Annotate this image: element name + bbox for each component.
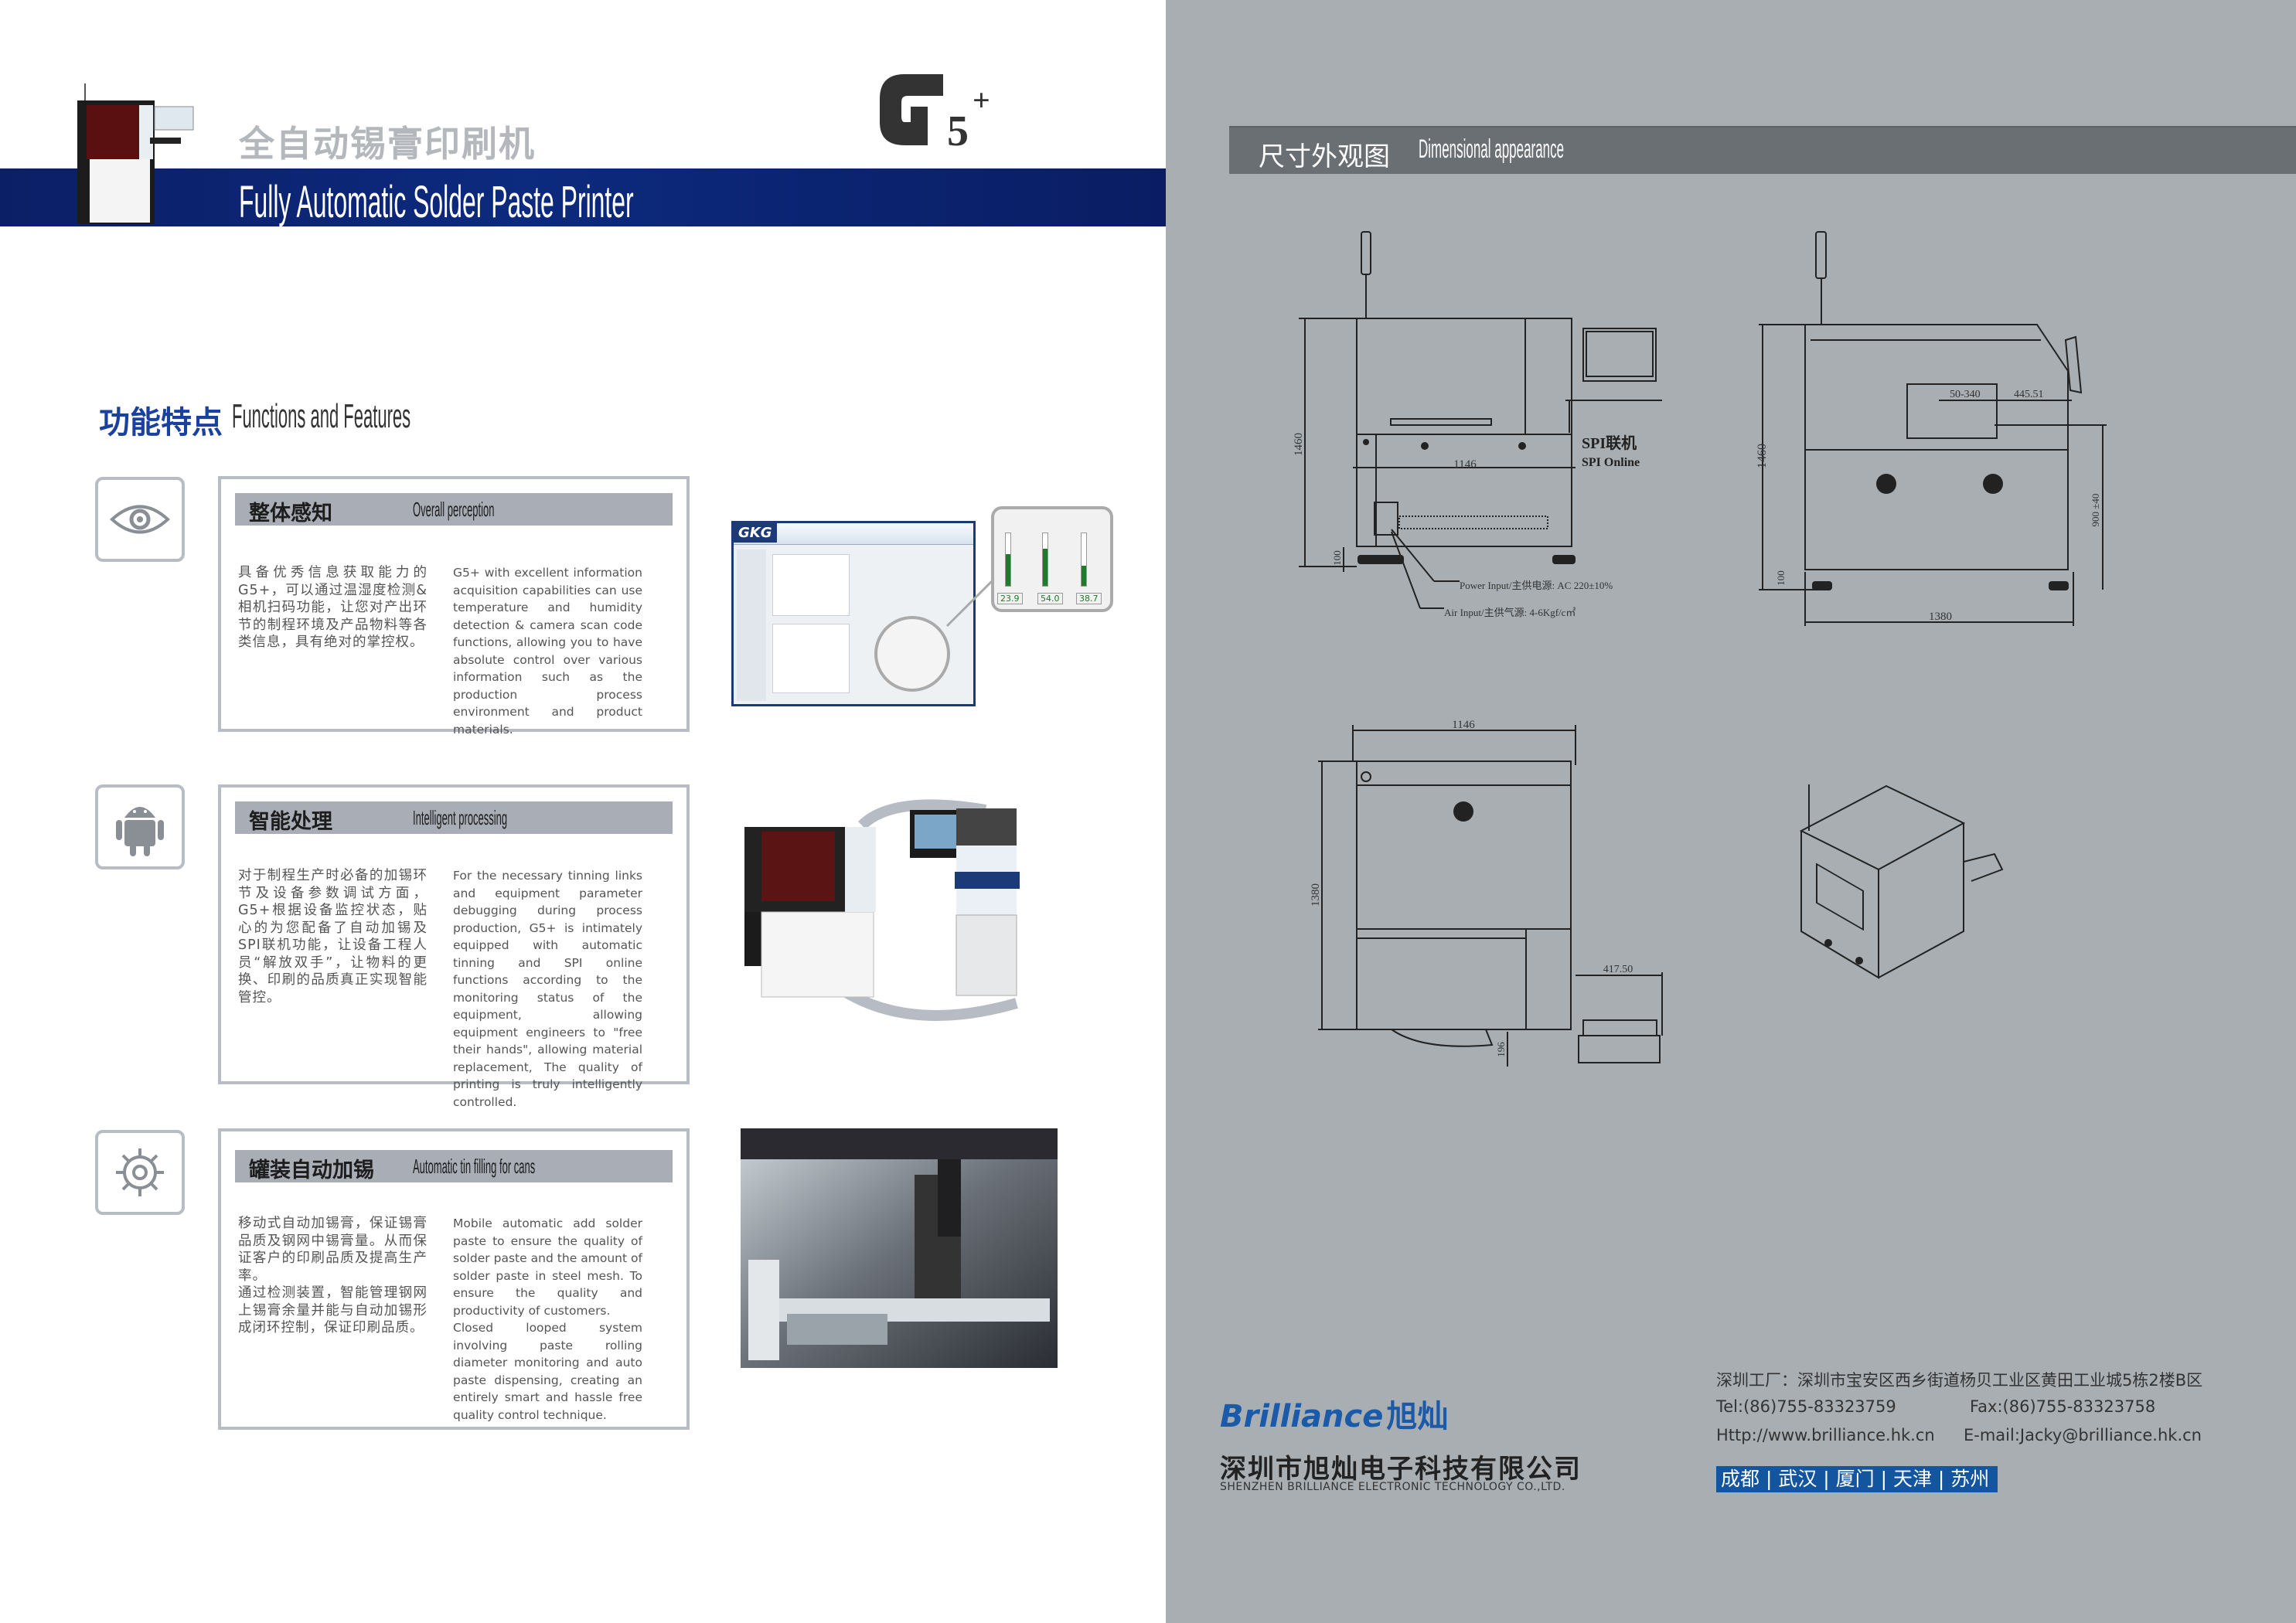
gauge-value-humidity: 54.0 xyxy=(1037,593,1063,604)
dimensions-header-bar xyxy=(1229,126,2296,174)
software-sidebar xyxy=(737,550,766,701)
svg-text:+: + xyxy=(973,83,990,117)
telephone: Tel:(86)755-83323759 xyxy=(1716,1397,1896,1416)
brand-cn: 旭灿 xyxy=(1386,1399,1449,1434)
gear-icon-box xyxy=(95,1130,185,1215)
card-text-en: Mobile automatic add solder paste to ens… xyxy=(453,1216,642,1422)
card-text-cn: 移动式自动加锡膏，保证锡膏品质及钢网中锡膏量。从而保证客户的印刷品质及提高生产率… xyxy=(238,1216,428,1335)
card-title-cn: 智能处理 xyxy=(249,810,332,834)
side-foot-label: 100 xyxy=(1775,570,1787,586)
power-input-label: Power Input/主供电源: AC 220±10% xyxy=(1460,580,1613,591)
eye-icon-box xyxy=(95,477,185,562)
offset-label: 445.51 xyxy=(2014,389,2044,400)
feature-card-tin-filling: 罐装自动加锡 Automatic tin filling for cans 移动… xyxy=(218,1128,690,1430)
features-title-cn: 功能特点 xyxy=(99,405,223,441)
eye-icon xyxy=(110,505,170,534)
feature-card-intelligent-processing: 智能处理 Intelligent processing 对于制程生产时必备的加锡… xyxy=(218,784,690,1109)
card-text-cn: 对于制程生产时必备的加锡环节及设备参数调试方面，G5+根据设备监控状态，贴心的为… xyxy=(238,868,428,1005)
front-foot-label: 100 xyxy=(1331,550,1343,566)
android-icon-box xyxy=(95,784,185,869)
dimensions-title-en: Dimensional appearance xyxy=(1419,134,1565,164)
machine-photo xyxy=(77,83,194,224)
gkg-logo: GKG xyxy=(734,523,777,543)
gauge-value-temperature: 23.9 xyxy=(997,593,1023,604)
tin-filling-photo xyxy=(741,1128,1058,1368)
company-name-cn: 深圳市旭灿电子科技有限公司 xyxy=(1220,1454,1582,1485)
factory-address: 深圳工厂：深圳市宝安区西乡街道杨贝工业区黄田工业城5栋2楼B区 xyxy=(1716,1371,2203,1390)
gauge-zoom-panel: 23.9 54.0 38.7 xyxy=(991,506,1113,612)
features-title-en: Functions and Features xyxy=(232,397,411,435)
card-header: 罐装自动加锡 Automatic tin filling for cans xyxy=(235,1150,673,1182)
right-page xyxy=(1166,0,2296,1623)
top-width-label: 1146 xyxy=(1452,719,1475,731)
dimensions-title-cn: 尺寸外观图 xyxy=(1259,141,1390,172)
side-height-label: 1460 xyxy=(1756,444,1769,468)
gauge-value-pressure: 38.7 xyxy=(1076,593,1102,604)
conveyor-height-label: 900 ±40 xyxy=(2090,494,2101,527)
title-band xyxy=(0,168,1166,226)
board-range-label: 50-340 xyxy=(1950,389,1981,400)
magnifier-circle xyxy=(874,616,950,692)
side-depth-label: 1380 xyxy=(1929,611,1952,623)
software-panel xyxy=(772,554,850,616)
company-name-en: SHENZHEN BRILLIANCE ELECTRONIC TECHNOLOG… xyxy=(1220,1481,1565,1493)
brand-en: Brilliance xyxy=(1220,1399,1384,1434)
software-table xyxy=(772,624,850,693)
card-text-en: For the necessary tinning links and equi… xyxy=(453,869,642,1109)
card-header: 整体感知 Overall perception xyxy=(235,493,673,526)
website-link[interactable]: Http://www.brilliance.hk.cn xyxy=(1716,1426,1935,1444)
gear-icon xyxy=(116,1148,164,1196)
front-height-label: 1460 xyxy=(1293,433,1305,456)
air-input-label: Air Input/主供气源: 4-6Kgf/c㎡ xyxy=(1444,607,1576,618)
side-view-drawing: 1460 1380 100 50-340 445.51 900 ±40 xyxy=(1756,231,2107,626)
card-title-en: Overall perception xyxy=(413,498,495,521)
email-link[interactable]: E-mail:Jacky@brilliance.hk.cn xyxy=(1964,1426,2202,1444)
card-header: 智能处理 Intelligent processing xyxy=(235,801,673,834)
product-title-en: Fully Automatic Solder Paste Printer xyxy=(239,177,634,227)
top-depth-label: 1380 xyxy=(1310,883,1322,907)
svg-text:5: 5 xyxy=(947,107,969,153)
android-icon xyxy=(116,807,164,856)
machine-spi-photo xyxy=(744,799,1020,1021)
card-text-en: G5+ with excellent information acquisiti… xyxy=(453,566,642,737)
spi-online-en: SPI Online xyxy=(1582,456,1640,469)
g5-logo: 5 + xyxy=(880,74,990,153)
card-title-en: Automatic tin filling for cans xyxy=(413,1155,536,1178)
card-title-cn: 整体感知 xyxy=(249,502,332,526)
fax: Fax:(86)755-83323758 xyxy=(1970,1397,2156,1416)
product-title-cn: 全自动锡膏印刷机 xyxy=(239,123,536,165)
isometric-view-drawing xyxy=(1799,784,2004,979)
spi-online-cn: SPI联机 xyxy=(1582,434,1637,452)
card-title-en: Intelligent processing xyxy=(413,806,508,829)
front-clearance-label: 196 xyxy=(1495,1042,1507,1057)
front-view-drawing: 1146 1460 100 SPI联机 SPI Online Power Inp… xyxy=(1293,231,1662,618)
top-view-drawing: 1146 1380 417.50 196 xyxy=(1310,719,1663,1067)
feature-card-overall-perception: 整体感知 Overall perception 具备优秀信息获取能力的G5+，可… xyxy=(218,476,690,737)
card-text-cn: 具备优秀信息获取能力的G5+，可以通过温湿度检测&相机扫码功能，让您对产出环节的… xyxy=(238,565,428,650)
branch-cities: 成都 | 武汉 | 厦门 | 天津 | 苏州 xyxy=(1716,1466,1998,1492)
front-width-label: 1146 xyxy=(1453,458,1477,471)
arm-length-label: 417.50 xyxy=(1603,964,1633,975)
card-title-cn: 罐装自动加锡 xyxy=(249,1159,374,1182)
software-screenshot: GKG xyxy=(731,521,976,706)
